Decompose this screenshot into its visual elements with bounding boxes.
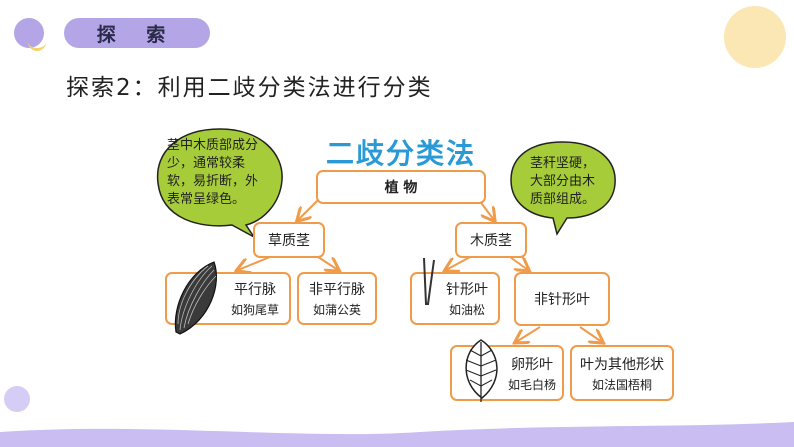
node-example: 如狗尾草 (230, 303, 279, 317)
bubble-line: 表常呈绿色。 (167, 192, 246, 207)
node-label: 卵形叶 (510, 356, 553, 373)
bubble-line: 大部分由木 (530, 174, 596, 189)
node-label: 非平行脉 (309, 282, 365, 298)
arrow (509, 256, 528, 270)
bubble-line: 茎中木质部成分 (167, 138, 259, 153)
speech-bubble-left (156, 128, 283, 238)
arrow (317, 256, 338, 270)
speech-bubble-right (510, 141, 616, 236)
node-label: 植 物 (384, 180, 418, 196)
node-label: 叶为其他形状 (580, 356, 664, 373)
node-plants: 植 物 (316, 170, 486, 204)
bubble-line: 茎秆坚硬， (530, 156, 596, 171)
node-woody-stem: 木质茎 (455, 222, 527, 258)
decorative-circle (724, 6, 786, 68)
node-herbaceous-stem: 草质茎 (253, 222, 325, 258)
node-example: 如法国梧桐 (591, 377, 652, 392)
bubble-left-text: 茎中木质部成分 少，通常较柔 软，易折断，外 表常呈绿色。 (167, 137, 277, 209)
node-label: 木质茎 (470, 233, 512, 249)
node-non-parallel-veins: 非平行脉 如蒲公英 (297, 272, 377, 325)
node-example: 如蒲公英 (312, 303, 361, 317)
node-label: 草质茎 (268, 233, 310, 249)
bubble-line: 少，通常较柔 (167, 156, 246, 171)
section-header: 探 索 (64, 18, 210, 48)
arrow (446, 256, 471, 270)
decorative-circle (4, 386, 30, 412)
page-subtitle: 探索2：利用二歧分类法进行分类 (66, 75, 433, 101)
arrow (516, 326, 541, 342)
node-label: 平行脉 (233, 282, 276, 298)
node-non-needle-leaves: 非针形叶 (514, 272, 610, 326)
node-label: 非针形叶 (534, 292, 590, 308)
arrow (579, 326, 602, 342)
bubble-line: 软，易折断，外 (167, 174, 259, 189)
ovate-leaf-illustration (465, 339, 498, 402)
parallel-leaf-illustration (174, 261, 218, 335)
decorative-arc (28, 38, 46, 51)
node-example: 如毛白杨 (507, 377, 556, 392)
bubble-line: 质部组成。 (530, 192, 596, 207)
needle-leaf-illustration (423, 257, 435, 305)
node-other-shaped-leaves: 叶为其他形状 如法国梧桐 (570, 345, 674, 401)
arrow (238, 256, 271, 270)
bubble-right-text: 茎秆坚硬， 大部分由木 质部组成。 (530, 155, 612, 209)
diagram-title: 二歧分类法 (326, 137, 477, 170)
decorative-wave (0, 422, 794, 447)
node-example: 如油松 (448, 303, 485, 317)
node-label: 针形叶 (446, 282, 488, 298)
